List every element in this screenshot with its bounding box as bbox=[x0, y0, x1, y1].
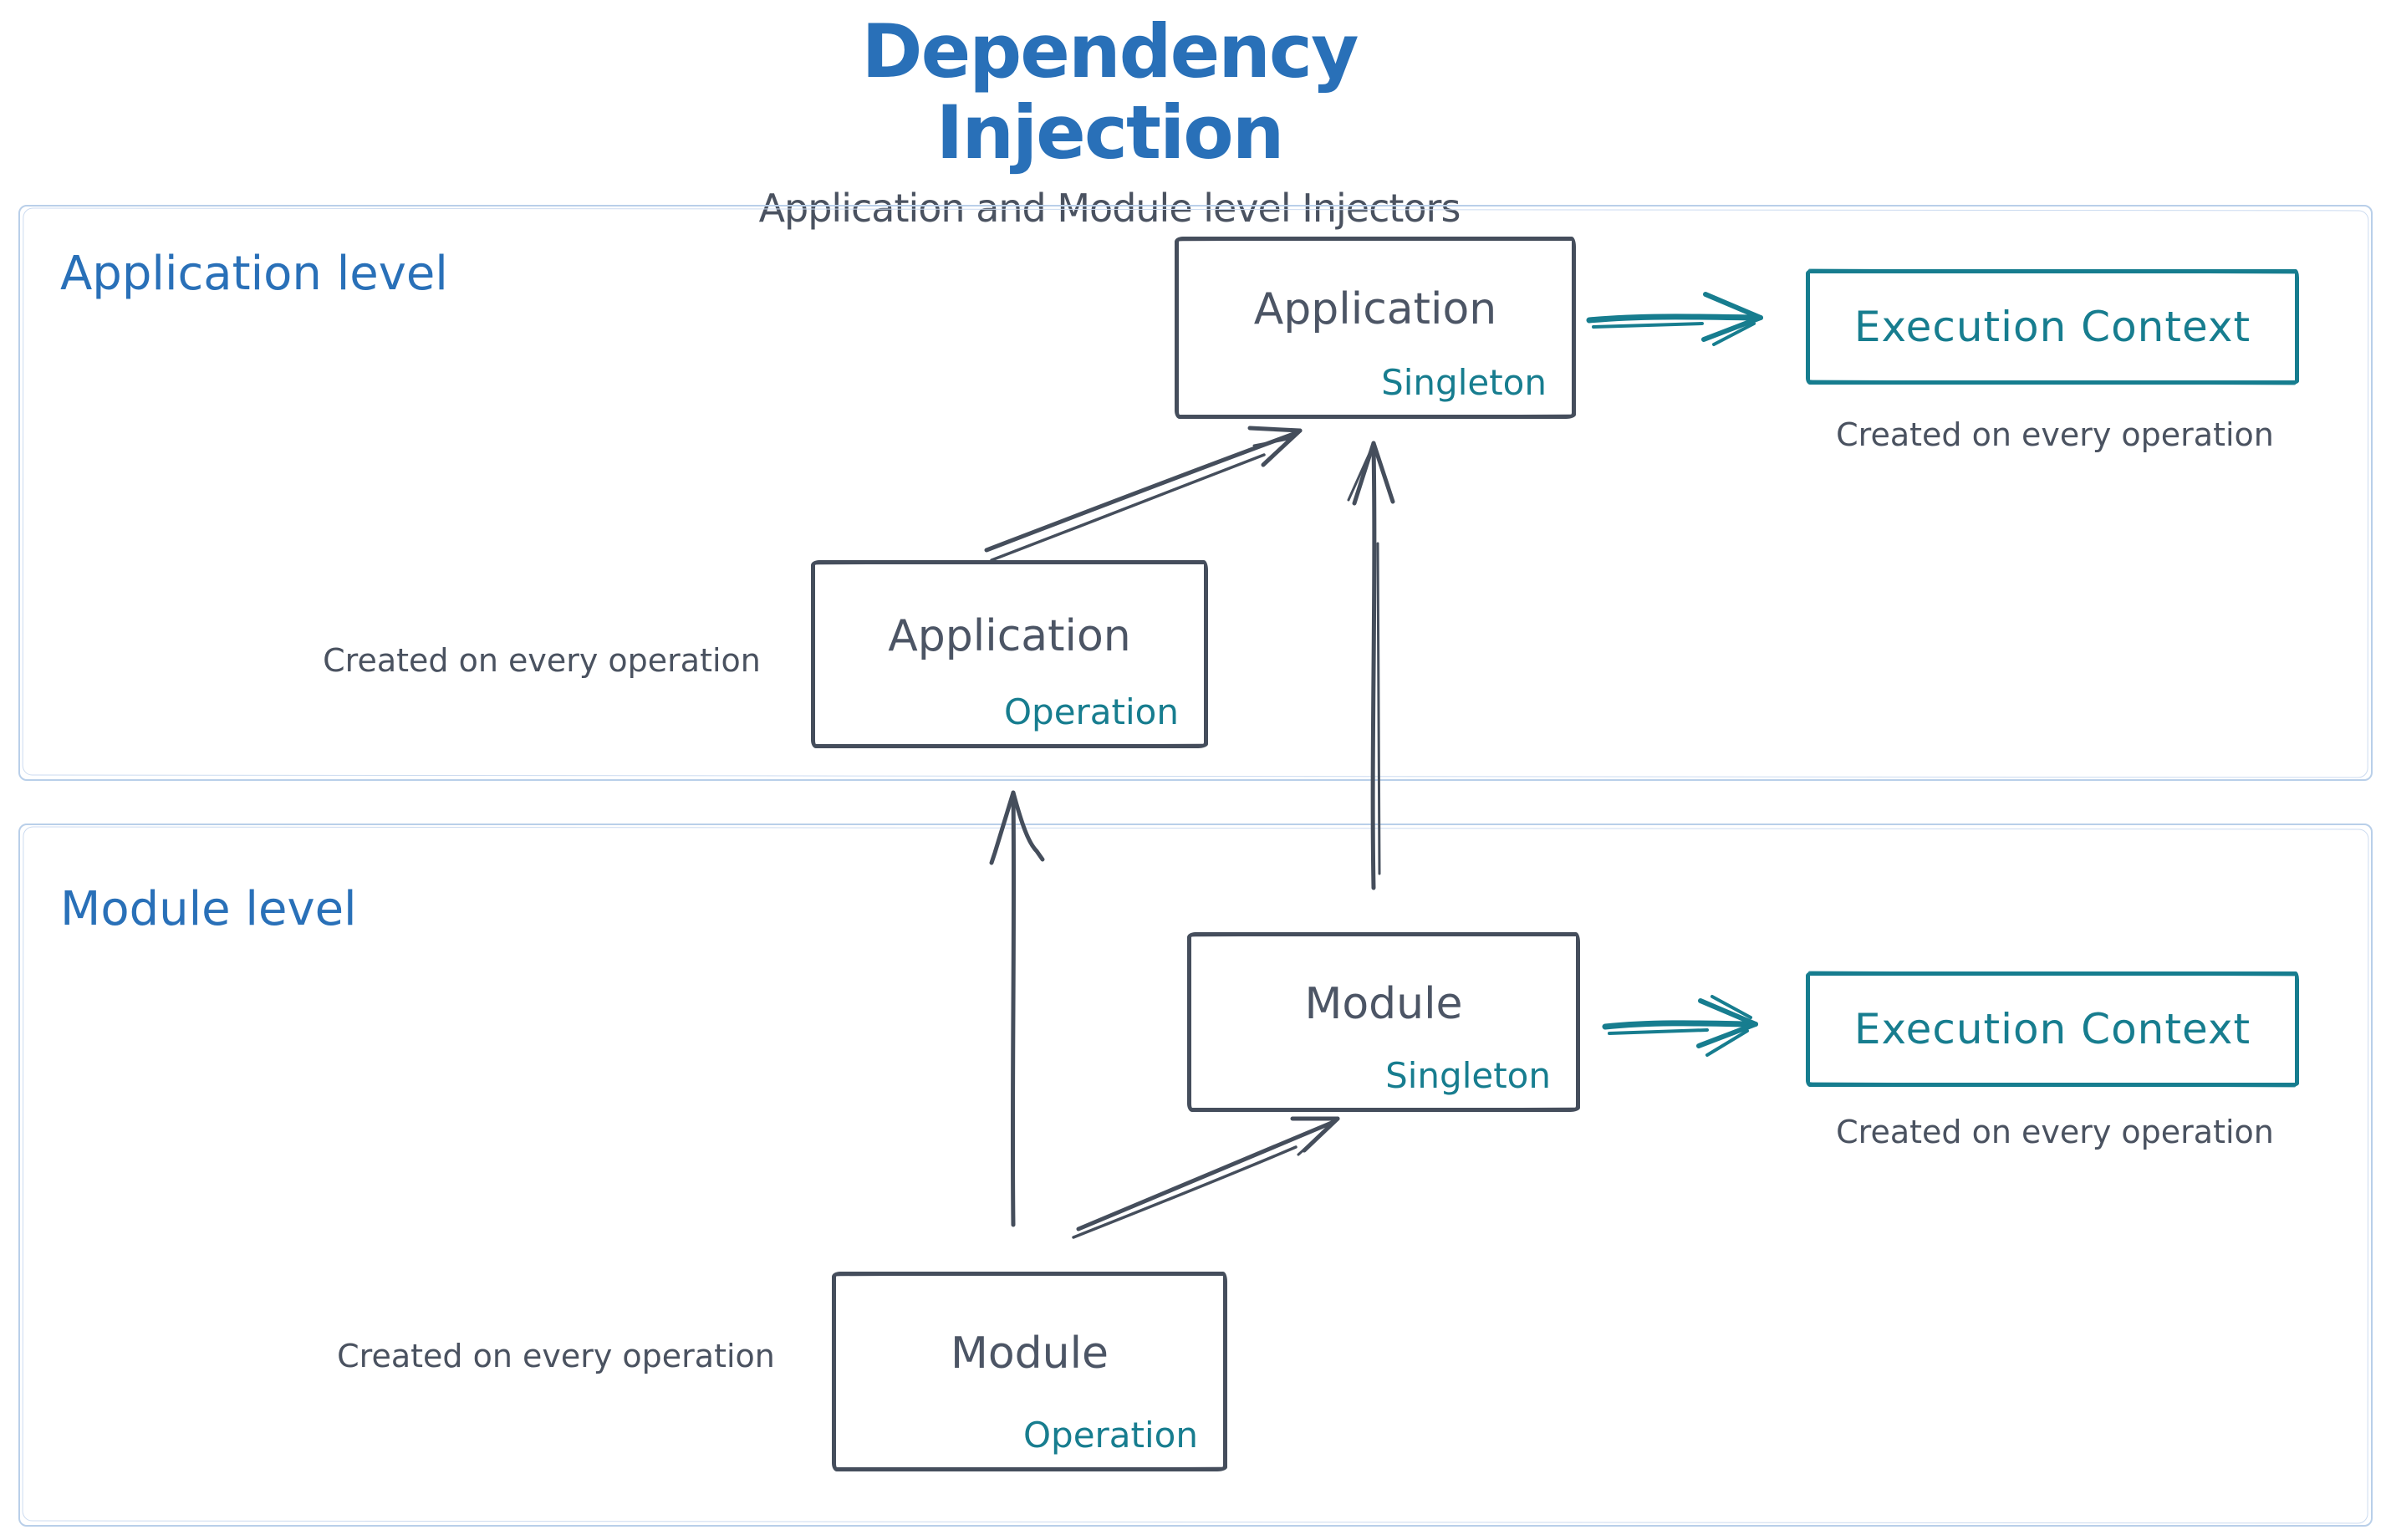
module-operation-badge: Operation bbox=[1022, 1415, 1198, 1456]
application-operation-badge: Operation bbox=[1003, 691, 1179, 732]
application-execution-context-box: Execution Context bbox=[1806, 269, 2299, 385]
module-level-label: Module level bbox=[60, 882, 357, 936]
module-operation-title: Module bbox=[950, 1328, 1109, 1379]
module-operation-note: Created on every operation bbox=[337, 1338, 775, 1374]
module-singleton-badge: Singleton bbox=[1385, 1055, 1551, 1096]
module-execution-context-note: Created on every operation bbox=[1836, 1114, 2274, 1150]
module-level-container bbox=[18, 824, 2373, 1527]
application-execution-context-note: Created on every operation bbox=[1836, 416, 2274, 453]
module-execution-context-title: Execution Context bbox=[1853, 1005, 2251, 1053]
application-level-label: Application level bbox=[60, 247, 448, 301]
module-operation-box: Module Operation bbox=[832, 1272, 1227, 1471]
application-operation-box: Application Operation bbox=[811, 560, 1208, 748]
module-singleton-box: Module Singleton bbox=[1187, 932, 1580, 1112]
module-execution-context-box: Execution Context bbox=[1806, 971, 2299, 1087]
application-singleton-title: Application bbox=[1253, 284, 1497, 334]
application-singleton-badge: Singleton bbox=[1381, 362, 1547, 403]
application-operation-title: Application bbox=[888, 610, 1131, 661]
application-execution-context-title: Execution Context bbox=[1853, 303, 2251, 351]
page-title: Dependency Injection bbox=[861, 8, 1359, 176]
module-singleton-title: Module bbox=[1304, 978, 1463, 1029]
application-level-container bbox=[18, 205, 2373, 781]
header: Dependency Injection Application and Mod… bbox=[733, 8, 1486, 230]
application-operation-note: Created on every operation bbox=[323, 642, 761, 679]
application-singleton-box: Application Singleton bbox=[1175, 237, 1576, 419]
